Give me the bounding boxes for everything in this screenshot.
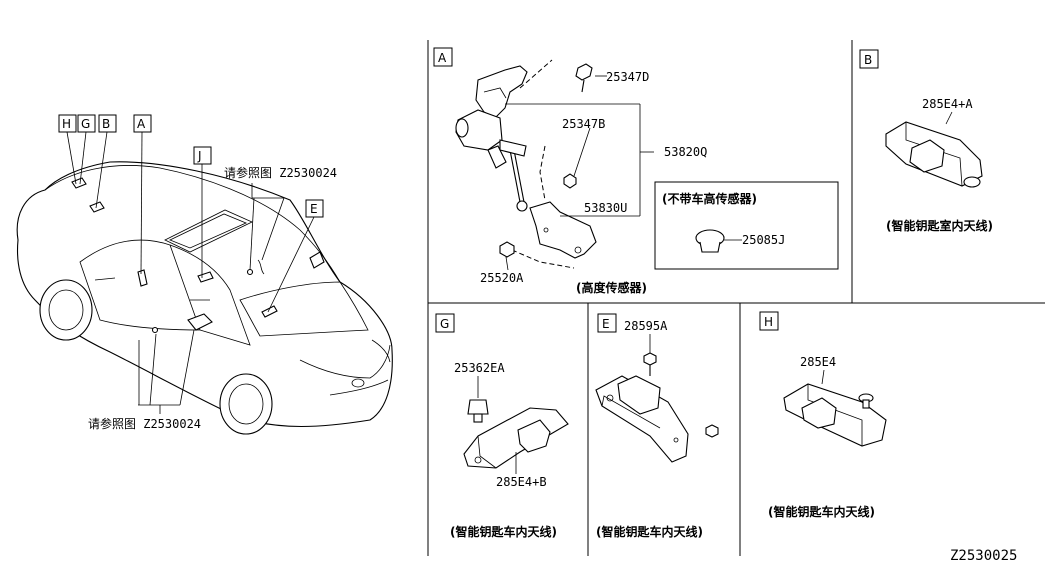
inset-title: (不带车高传感器) <box>662 191 757 206</box>
callout-box-j <box>193 146 212 165</box>
overview-callouts: H G B A J E 请参照图 Z2530024 请参照图 Z2530024 <box>58 114 337 431</box>
panel-b-letter: B <box>864 53 872 67</box>
panel-h-letter: H <box>764 315 773 329</box>
callout-e: E <box>310 202 318 216</box>
antenna-e <box>595 375 689 463</box>
clip-h <box>858 393 874 409</box>
part-25347d-label: 25347D <box>606 70 649 84</box>
screw-28595a <box>643 352 657 376</box>
panel-g: G 25362EA 285E4+B (智能钥匙车内天线) <box>435 313 569 539</box>
panel-b-caption: (智能钥匙室内天线) <box>886 218 993 233</box>
callout-g: G <box>81 117 90 131</box>
antenna-285e4 <box>783 383 887 447</box>
grommet-25085j <box>695 229 725 253</box>
nut-25347b <box>563 173 577 189</box>
panel-a: A 25347D <box>433 47 839 295</box>
panel-a-letter: A <box>438 51 447 65</box>
panel-g-caption: (智能钥匙车内天线) <box>450 524 557 539</box>
bolt-25347d <box>575 63 593 93</box>
callout-h: H <box>62 117 71 131</box>
callout-box-h <box>58 114 77 133</box>
callout-box-g <box>77 114 96 133</box>
panel-b: B 285E4+A (智能钥匙室内天线) <box>859 49 993 233</box>
ref-note-top: 请参照图 Z2530024 <box>224 165 337 180</box>
height-sensor <box>455 65 597 259</box>
part-53830u-label: 53830U <box>584 201 627 215</box>
part-25347b-label: 25347B <box>562 117 605 131</box>
drawing-number: Z2530025 <box>950 548 1017 564</box>
callout-j: J <box>197 149 202 163</box>
part-285e4a-label: 285E4+A <box>922 97 973 111</box>
clip-25362ea <box>467 399 489 423</box>
panel-a-tag <box>433 47 453 67</box>
panel-e-caption: (智能钥匙车内天线) <box>596 524 703 539</box>
panel-b-tag <box>859 49 879 69</box>
panel-e-tag <box>597 313 617 333</box>
panel-a-caption: (高度传感器) <box>576 280 647 295</box>
panel-g-tag <box>435 313 455 333</box>
screw-e-side <box>705 424 719 438</box>
callout-b: B <box>102 117 110 131</box>
part-28595a-label: 28595A <box>624 319 668 333</box>
antenna-285e4b <box>463 407 569 469</box>
part-285e4-label: 285E4 <box>800 355 836 369</box>
part-25085j-label: 25085J <box>742 233 785 247</box>
vehicle-overview <box>16 161 393 435</box>
panel-h: H 285E4 (智能钥匙车内天线) <box>759 311 887 519</box>
part-25520a-label: 25520A <box>480 271 524 285</box>
callout-box-e <box>305 199 324 218</box>
panel-e-letter: E <box>602 317 610 331</box>
panel-g-letter: G <box>440 317 449 331</box>
inset-no-sensor <box>654 181 839 270</box>
antenna-285e4a <box>885 121 983 188</box>
part-53820q-label: 53820Q <box>664 145 707 159</box>
panel-frame <box>427 40 1045 556</box>
part-25362ea-label: 25362EA <box>454 361 505 375</box>
callout-a: A <box>137 117 146 131</box>
callout-box-a <box>133 114 152 133</box>
ref-note-bottom: 请参照图 Z2530024 <box>88 416 201 431</box>
callout-box-b <box>98 114 117 133</box>
panel-e: E 28595A (智能钥匙车内天线) <box>595 313 719 539</box>
part-285e4b-label: 285E4+B <box>496 475 547 489</box>
nut-25520a <box>499 241 515 258</box>
panel-h-tag <box>759 311 779 331</box>
panel-h-caption: (智能钥匙车内天线) <box>768 504 875 519</box>
